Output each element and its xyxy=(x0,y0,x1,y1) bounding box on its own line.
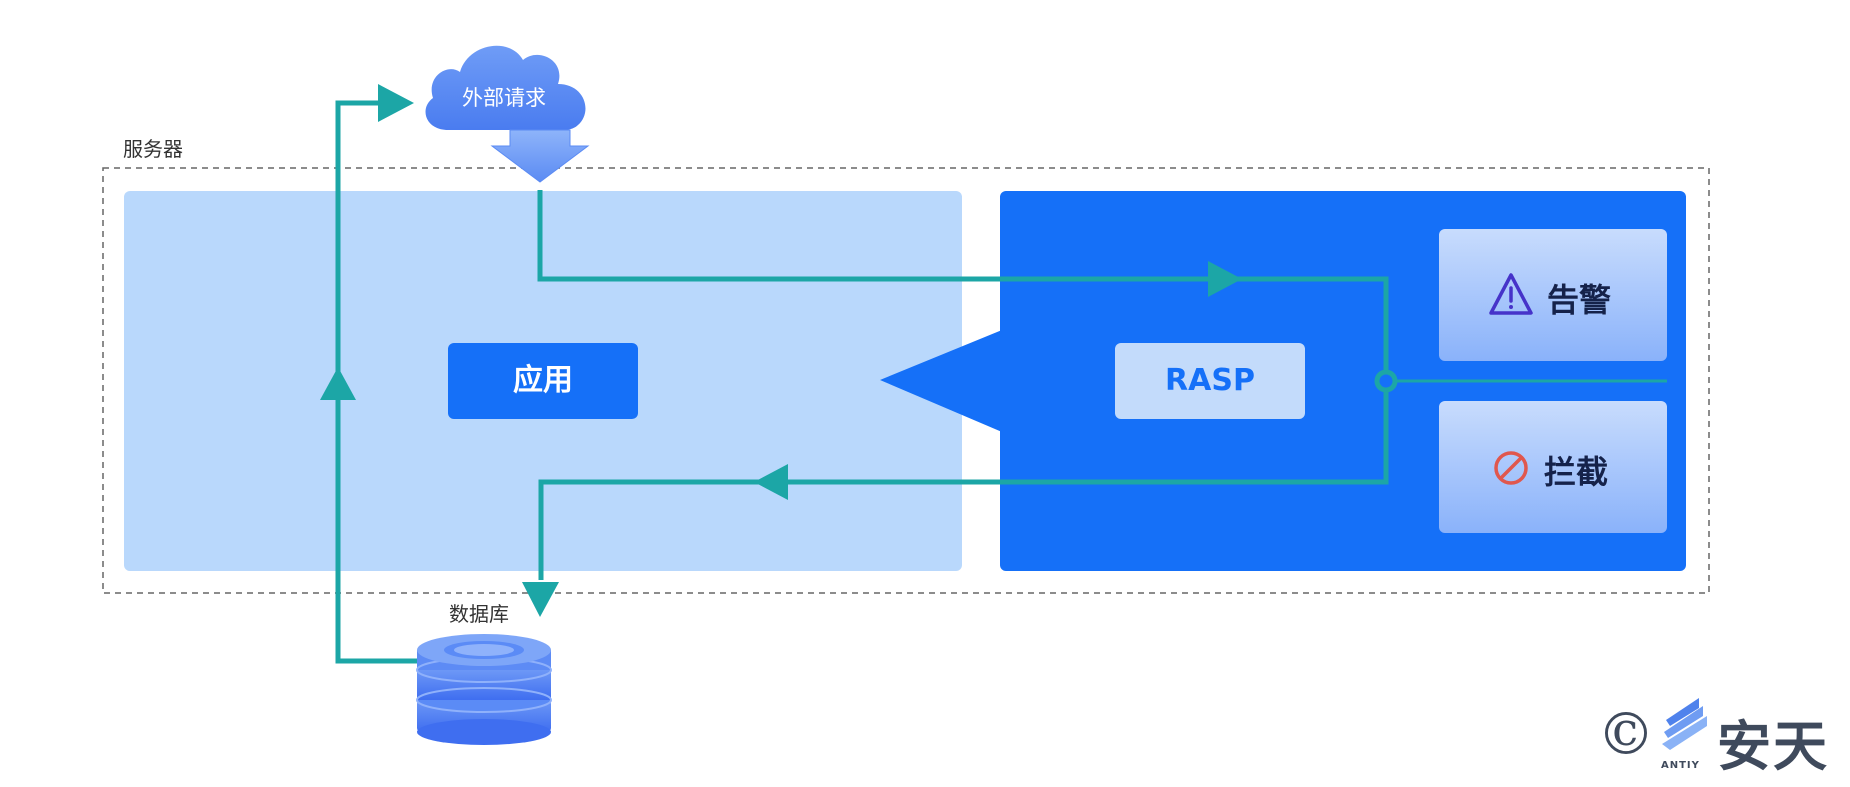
rasp-pointer xyxy=(880,330,1002,432)
prohibited-icon xyxy=(1494,451,1528,485)
rasp-label: RASP xyxy=(1165,363,1255,398)
arrow-right-to-cloud xyxy=(378,84,414,122)
database-icon xyxy=(416,634,552,745)
rasp-box xyxy=(1115,343,1305,419)
junction-node xyxy=(1374,369,1398,393)
database-label: 数据库 xyxy=(449,602,509,626)
logo-subtext: ANTIY xyxy=(1661,760,1700,771)
arrow-down-to-database xyxy=(522,582,559,617)
copyright-symbol: © xyxy=(1597,700,1655,768)
application-box xyxy=(448,343,638,419)
antiy-logo-emblem xyxy=(1662,698,1707,750)
arrow-left-to-app xyxy=(754,464,788,500)
alert-label: 告警 xyxy=(1547,281,1612,319)
cloud-icon xyxy=(425,45,590,183)
arrow-right-to-rasp xyxy=(1208,261,1242,297)
external-request-label: 外部请求 xyxy=(462,86,546,110)
application-label: 应用 xyxy=(513,363,573,398)
arrow-up-to-cloud xyxy=(320,367,356,400)
block-label: 拦截 xyxy=(1544,453,1609,491)
alert-card xyxy=(1439,229,1667,361)
block-card xyxy=(1439,401,1667,533)
logo-text: 安天 xyxy=(1717,715,1829,778)
server-label: 服务器 xyxy=(123,137,183,161)
server-boundary xyxy=(102,167,1710,594)
warning-triangle-icon xyxy=(1489,273,1533,315)
